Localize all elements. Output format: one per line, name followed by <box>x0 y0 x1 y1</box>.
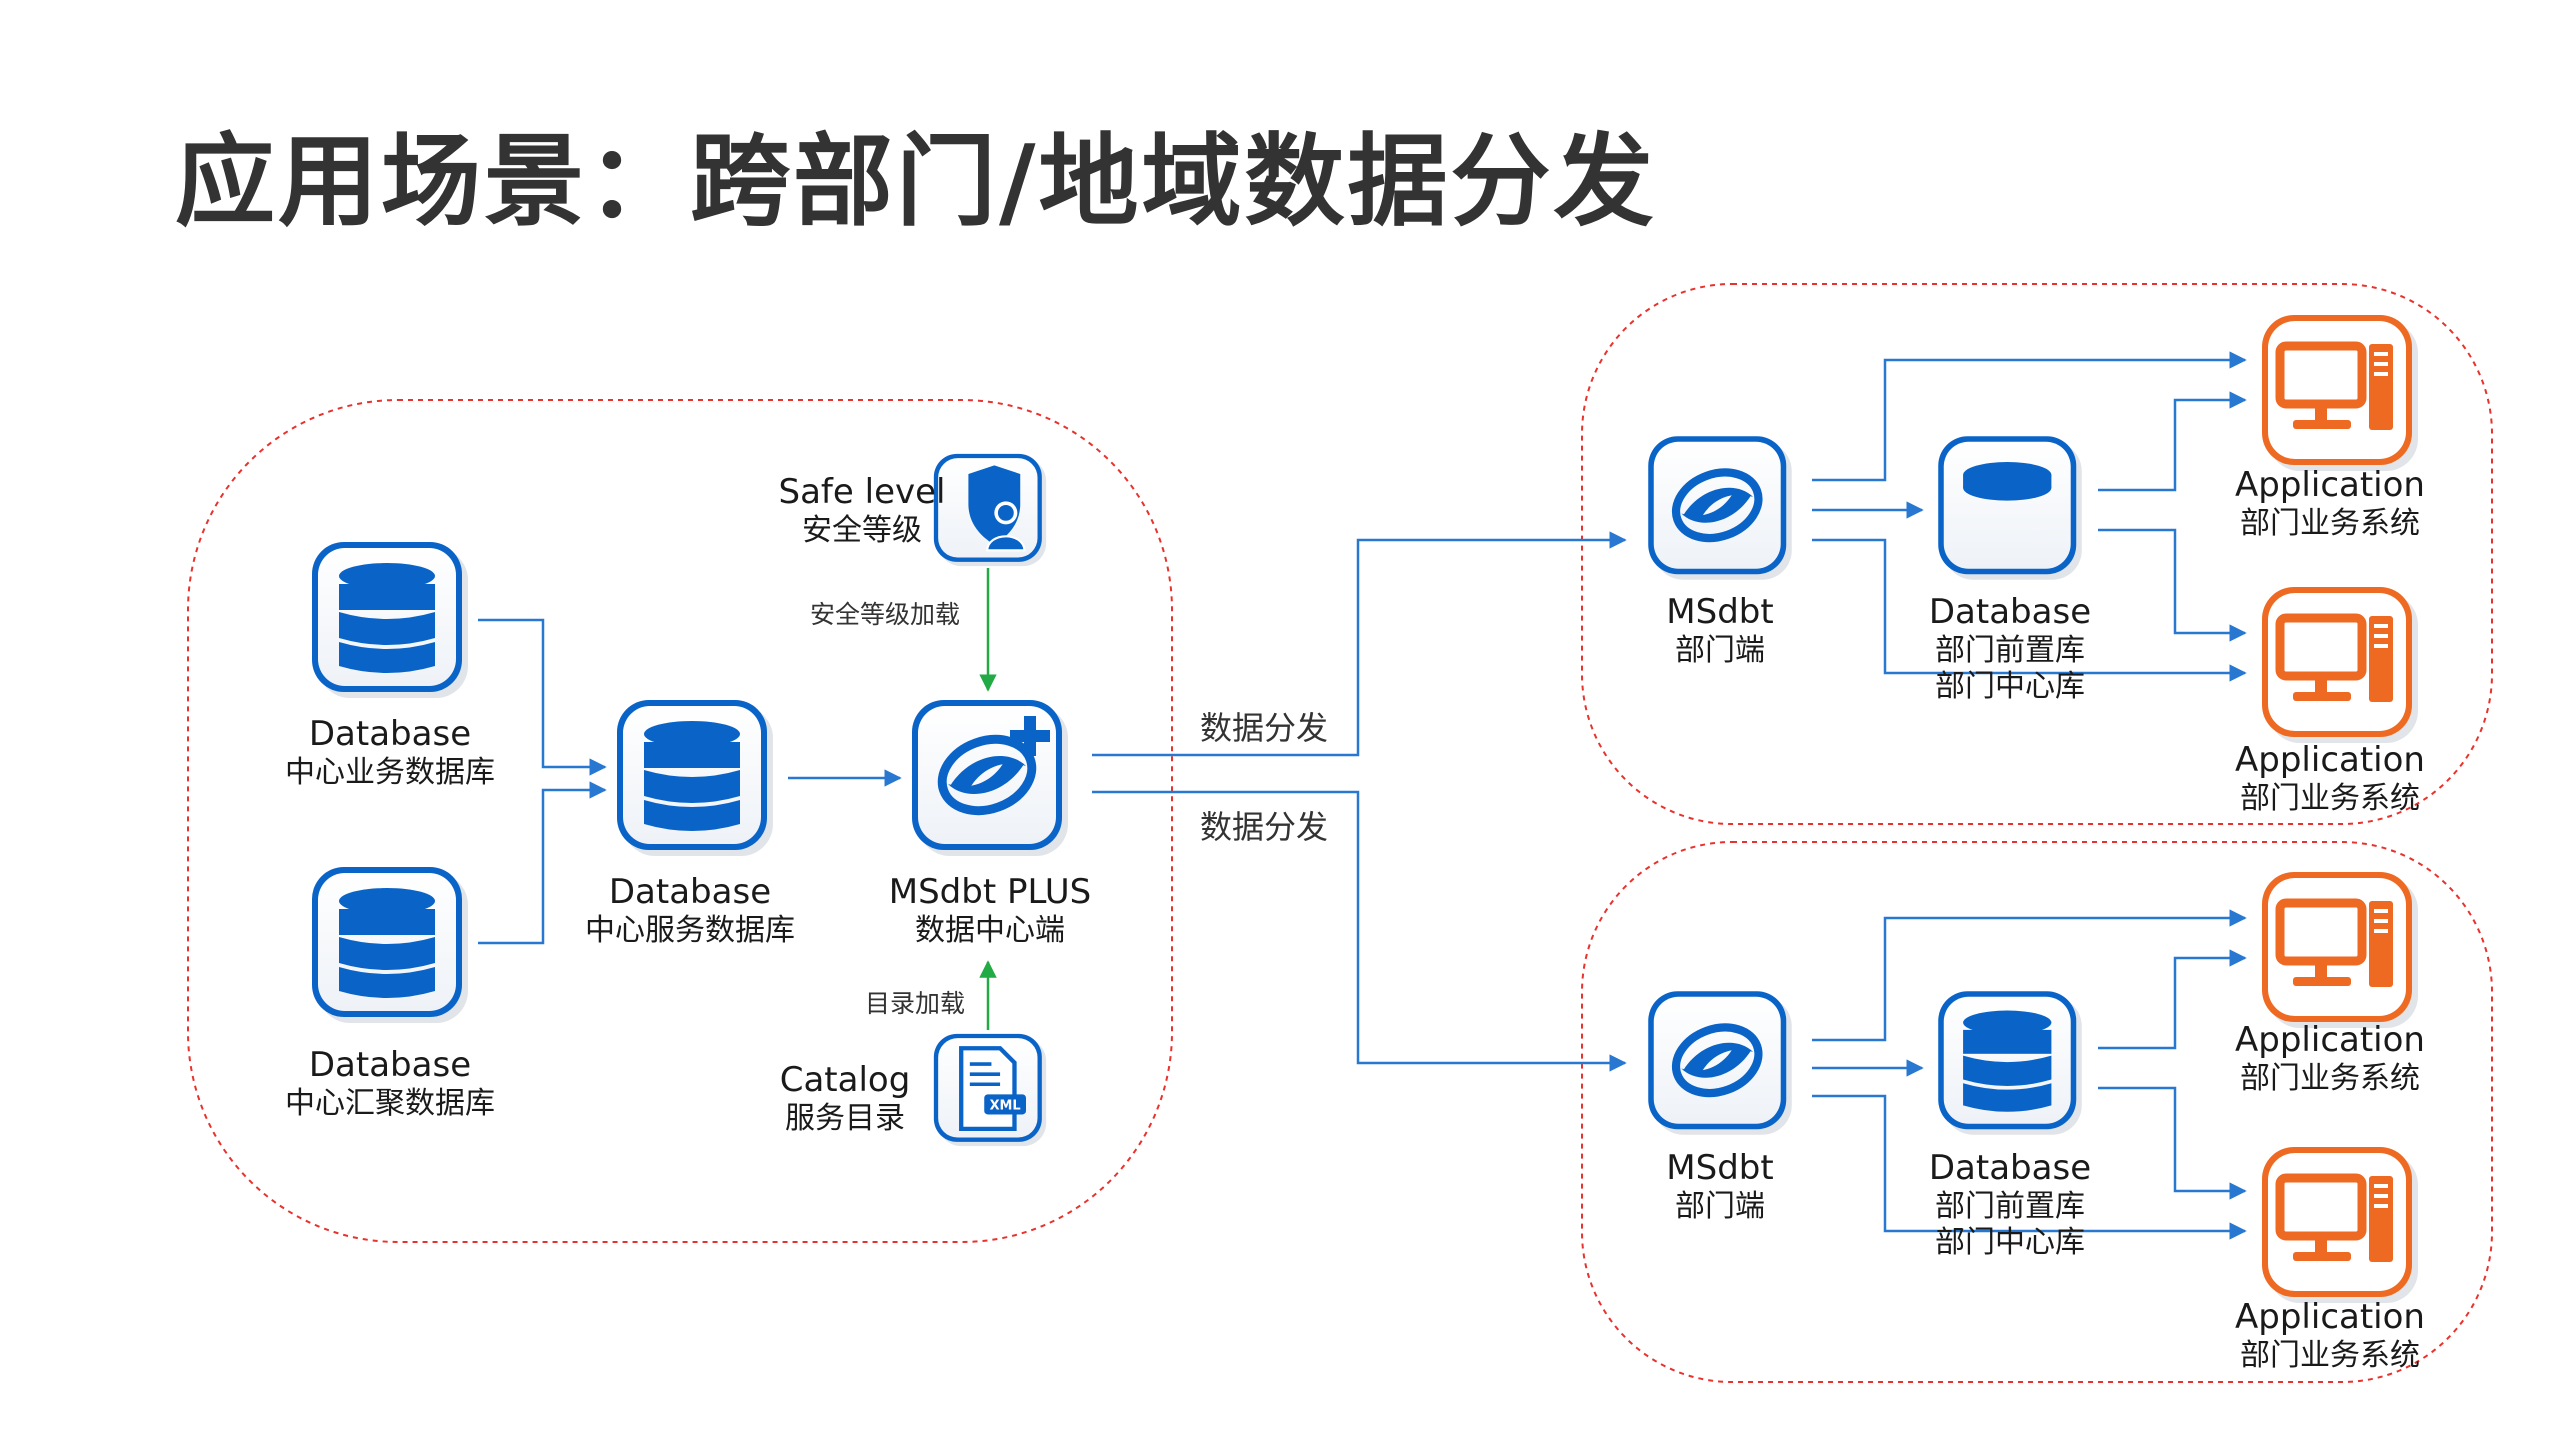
distribution-label-2: 数据分发 <box>1200 808 1329 846</box>
database-icon-aggregate <box>312 867 468 1023</box>
catalog-load-label: 目录加载 <box>865 989 966 1018</box>
svg-text:XML: XML <box>990 1098 1021 1113</box>
database-icon-dept2 <box>1938 991 2082 1135</box>
application-computer-icon-d2a <box>2262 872 2418 1028</box>
msdbt-plus-icon <box>912 700 1068 856</box>
application-computer-icon-d2b <box>2262 1147 2418 1303</box>
msdbt-icon-dept1 <box>1648 436 1792 580</box>
distribution-label-1: 数据分发 <box>1200 709 1329 747</box>
arrow-plus-to-dept1 <box>1092 531 1627 757</box>
center-boundary <box>187 399 1173 1243</box>
database-icon-service <box>617 700 773 856</box>
application-computer-icon-d1b <box>2262 587 2418 743</box>
safe-load-label: 安全等级加载 <box>810 600 961 629</box>
page-title: 应用场景：跨部门/地域数据分发 <box>175 123 1657 240</box>
database-icon-business <box>312 542 468 698</box>
department-2-boundary <box>1581 841 2493 1383</box>
catalog-xml-icon: XML <box>933 1033 1047 1147</box>
msdbt-icon-dept2 <box>1648 991 1792 1135</box>
safe-level-icon <box>933 453 1047 567</box>
application-computer-icon-d1a <box>2262 315 2418 471</box>
department-1-boundary <box>1581 283 2493 825</box>
arrow-plus-to-dept2 <box>1092 790 1627 1072</box>
database-icon-dept1 <box>1938 436 2082 580</box>
arrow-business-to-service <box>478 618 607 776</box>
arrow-aggregate-to-service <box>478 781 607 945</box>
